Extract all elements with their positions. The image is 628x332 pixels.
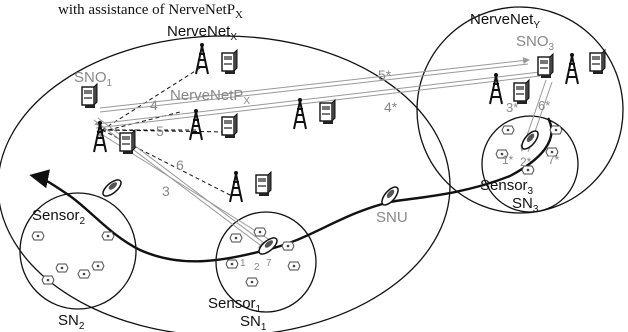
snu-car-icon [378, 183, 402, 209]
step-4-label: 4 [150, 97, 158, 113]
step-7-star-label: 7* [548, 153, 560, 167]
sn3-label: SN3 [512, 195, 539, 215]
step-2-star-label: 2* [520, 155, 532, 169]
sensor3-network-circle [481, 115, 579, 213]
step-6-label: 6 [176, 157, 184, 173]
sno1-label: SNO1 [74, 69, 113, 89]
server-icon [119, 129, 136, 155]
sensor2-label: Sensor2 [32, 207, 86, 227]
server-icon [589, 49, 606, 75]
step-3-label: 3 [162, 183, 170, 199]
step-1-star-label: 1* [502, 153, 514, 167]
step-5-label: 5 [156, 123, 164, 139]
step-5-star-label: 5* [378, 67, 392, 83]
nervenetp-x-label: NerveNetPX [170, 87, 250, 107]
sensor1-label: Sensor1 [208, 295, 262, 315]
sensor2-nodes [31, 231, 115, 285]
sn1-label: SN1 [240, 313, 267, 332]
tower-icon [93, 120, 107, 153]
sensor3-label: Sensor3 [480, 177, 534, 197]
snu-movement-path [29, 117, 553, 263]
step-4-star-label: 4* [384, 99, 398, 115]
step-7-label: 7 [266, 258, 272, 269]
sn2-label: SN2 [58, 312, 85, 332]
sensor2-network-circle [19, 192, 137, 310]
figure-caption: with assistance of NerveNetPX [58, 2, 243, 21]
car-icon [518, 127, 542, 153]
tower-icon [229, 170, 243, 203]
sensor1-network-circle [215, 211, 317, 313]
server-icon [319, 99, 336, 125]
step-2-label: 2 [254, 262, 260, 273]
step-6-star-label: 6* [538, 98, 550, 113]
nervenet-y-label: NerveNetY [470, 11, 540, 31]
tower-icon [195, 42, 209, 75]
tower-icon [565, 52, 579, 85]
server-icon [255, 171, 272, 197]
sno3-server-icon [537, 53, 554, 79]
sno3-label: SNO3 [516, 33, 555, 53]
tower-icon [293, 97, 307, 130]
snu-label: SNU [376, 209, 408, 226]
nervenet-x-label: NerveNetX [167, 23, 237, 43]
server-icon [221, 49, 238, 75]
step-1-label: 1 [240, 258, 246, 269]
tower-icon [189, 108, 203, 141]
nervenet-y-region [416, 6, 624, 214]
car-icon [99, 176, 125, 200]
step-3-star-label: 3* [506, 100, 518, 115]
server-icon [221, 113, 238, 139]
sno1-server-icon [81, 83, 98, 109]
